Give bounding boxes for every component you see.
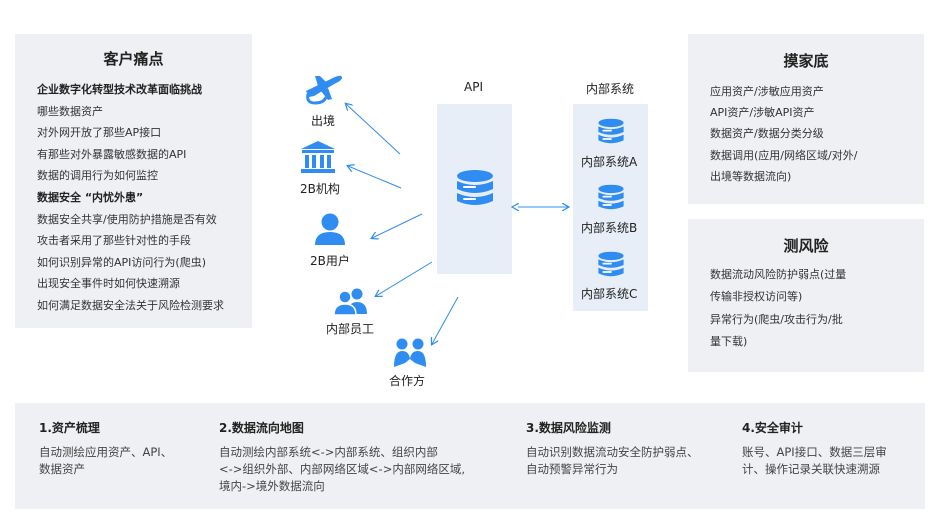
database-icon [457, 170, 493, 205]
risk-test-title: 测风险 [783, 237, 829, 255]
internal-system-a: 内部系统A [581, 155, 638, 169]
feature-security-audit: 4.安全审计 账号、API接口、数据三层审 计、操作记录关联快速溯源 [742, 419, 887, 478]
staff-icon [333, 288, 367, 315]
user-icon [315, 213, 345, 245]
consumer-abroad-label: 出境 [311, 114, 336, 128]
asset-line: 出境等数据流向) [710, 169, 792, 183]
feature-desc-line: 数据资产 [39, 462, 85, 476]
feature-desc-line: <->组织外部、内部网络区域<->内部网络区域, [219, 462, 465, 476]
feature-desc-line: 自动预警异常行为 [526, 462, 618, 476]
arrow-to-user [372, 213, 423, 238]
pain-line: 数据安全 “内忧外患” [37, 190, 144, 204]
consumer-partner-label: 合作方 [389, 374, 426, 388]
arrow-to-staff [376, 261, 433, 296]
arrow-to-abroad [346, 104, 401, 155]
feature-bar: 1.资产梳理 自动测绘应用资产、API、 数据资产 2.数据流向地图 自动测绘内… [15, 403, 925, 509]
asset-inventory-title: 摸家底 [783, 52, 829, 70]
database-icon [598, 251, 624, 277]
arrow-to-partner [432, 296, 459, 344]
feature-asset-mapping: 1.资产梳理 自动测绘应用资产、API、 数据资产 [39, 419, 172, 478]
arrow-to-org [348, 166, 402, 189]
pain-line: 如何识别异常的API访问行为(爬虫) [37, 255, 206, 269]
feature-title: 3.数据风险监测 [526, 421, 611, 435]
asset-inventory-panel: 摸家底 应用资产/涉敏应用资产 API资产/涉敏API资产 数据资产/数据分类分… [688, 34, 924, 204]
consumer-staff-label: 内部员工 [326, 322, 375, 336]
pain-points-title: 客户痛点 [103, 50, 164, 68]
internal-system-c: 内部系统C [581, 287, 638, 301]
partner-icon [394, 338, 426, 367]
internal-systems-label: 内部系统 [586, 82, 635, 96]
asset-line: 数据资产/数据分类分级 [710, 127, 824, 141]
pain-line: 数据安全共享/使用防护措施是否有效 [37, 212, 217, 226]
internal-system-b: 内部系统B [581, 221, 638, 235]
feature-desc-line: 境内->境外数据流向 [219, 479, 325, 493]
feature-risk-monitoring: 3.数据风险监测 自动识别数据流动安全防护弱点、 自动预警异常行为 [526, 419, 699, 478]
risk-test-panel: 测风险 数据流动风险防护弱点(过量 传输非授权访问等) 异常行为(爬虫/攻击行为… [688, 219, 924, 372]
pain-line: 如何满足数据安全法关于风险检测要求 [37, 298, 224, 312]
airplane-icon [306, 75, 342, 105]
feature-title: 1.资产梳理 [39, 421, 100, 435]
pain-line: 攻击者采用了那些针对性的手段 [37, 234, 191, 248]
feature-desc-line: 自动测绘应用资产、API、 [39, 445, 173, 459]
feature-data-flow-map: 2.数据流向地图 自动测绘内部系统<->内部系统、组织内部 <->组织外部、内部… [219, 419, 465, 495]
pain-points-panel: 客户痛点 企业数字化转型技术改革面临挑战 哪些数据资产 对外网开放了那些AP接口… [15, 34, 252, 328]
feature-desc-line: 账号、API接口、数据三层审 [742, 445, 887, 459]
database-icon [598, 184, 624, 210]
feature-desc-line: 自动测绘内部系统<->内部系统、组织内部 [219, 445, 438, 459]
risk-line: 传输非授权访问等) [710, 290, 803, 304]
asset-line: 应用资产/涉敏应用资产 [710, 85, 824, 98]
pain-line: 哪些数据资产 [37, 104, 103, 118]
pain-line: 企业数字化转型技术改革面临挑战 [37, 83, 202, 96]
pain-line: 数据的调用行为如何监控 [37, 169, 158, 183]
asset-line: API资产/涉敏API资产 [710, 106, 815, 120]
consumer-user-label: 2B用户 [310, 254, 350, 268]
risk-line: 数据流动风险防护弱点(过量 [710, 268, 847, 281]
bank-icon [301, 141, 335, 173]
pain-line: 对外网开放了那些AP接口 [37, 126, 162, 140]
feature-title: 4.安全审计 [742, 421, 803, 435]
feature-title: 2.数据流向地图 [219, 421, 304, 435]
risk-line: 量下载) [710, 335, 748, 349]
pain-line: 出现安全事件时如何快速溯源 [37, 277, 180, 291]
risk-line: 异常行为(爬虫/攻击行为/批 [710, 312, 843, 326]
feature-desc-line: 自动识别数据流动安全防护弱点、 [526, 445, 699, 459]
feature-desc-line: 计、操作记录关联快速溯源 [742, 462, 880, 476]
api-label: API [464, 80, 483, 94]
consumer-org-label: 2B机构 [300, 182, 340, 196]
pain-line: 有那些对外暴露敏感数据的API [37, 147, 187, 161]
database-icon [598, 118, 624, 144]
asset-line: 数据调用(应用/网络区域/对外/ [710, 148, 858, 162]
